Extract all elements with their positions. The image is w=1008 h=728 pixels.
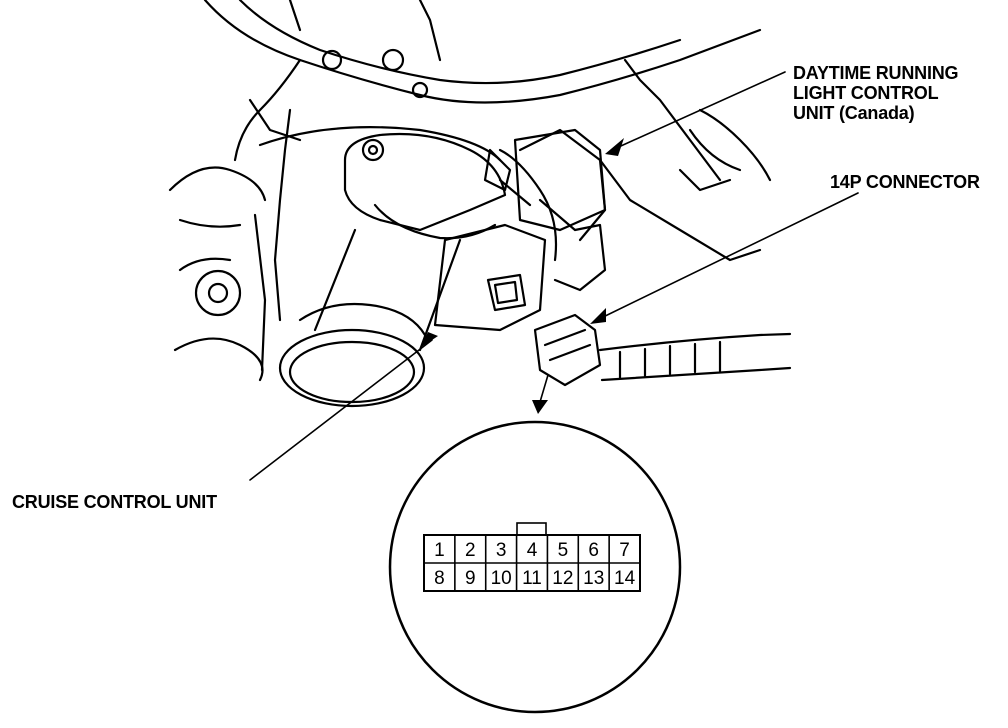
- connector-pin-9: 9: [465, 568, 476, 589]
- connector-pin-8: 8: [434, 568, 445, 589]
- steering-column: [278, 132, 507, 408]
- connector-pin-12: 12: [552, 568, 573, 589]
- connector-pin-7: 7: [619, 540, 630, 561]
- leader-lines: [249, 71, 859, 481]
- connector-pin-11: 11: [522, 568, 542, 589]
- connector-label: 14P CONNECTOR: [830, 172, 980, 192]
- cruise-control-unit-label: CRUISE CONTROL UNIT: [12, 492, 217, 512]
- connector-pin-5: 5: [558, 540, 569, 561]
- connector-pin-13: 13: [583, 568, 604, 589]
- cruise-control-unit: [433, 223, 547, 332]
- drl-label-line-3: UNIT (Canada): [793, 103, 915, 123]
- connector-pin-14: 14: [614, 568, 636, 589]
- connector-14p-body: [533, 313, 602, 387]
- drl-control-unit: [498, 128, 607, 292]
- detail-view-arrowhead: [532, 400, 548, 414]
- drl-label-line-1: DAYTIME RUNNING: [793, 63, 959, 83]
- drl-control-unit-label: DAYTIME RUNNING LIGHT CONTROL UNIT (Cana…: [793, 63, 959, 123]
- connector-pin-6: 6: [588, 540, 599, 561]
- dashboard-structure: [168, 0, 772, 382]
- connector-harness: [598, 332, 792, 382]
- connector-pin-4: 4: [527, 540, 538, 561]
- connector-pin-10: 10: [491, 568, 512, 589]
- connector-pin-2: 2: [465, 540, 476, 561]
- connector-arrowhead: [590, 308, 606, 324]
- arrowheads: [420, 138, 624, 414]
- drl-arrowhead: [605, 138, 624, 156]
- wire-harness-upper: [258, 126, 558, 262]
- drl-label-line-2: LIGHT CONTROL: [793, 83, 939, 103]
- mounting-bolts: [194, 48, 429, 317]
- connector-pin-1: 1: [434, 540, 445, 561]
- connector-pin-3: 3: [496, 540, 507, 561]
- ccu-arrowhead: [420, 332, 438, 348]
